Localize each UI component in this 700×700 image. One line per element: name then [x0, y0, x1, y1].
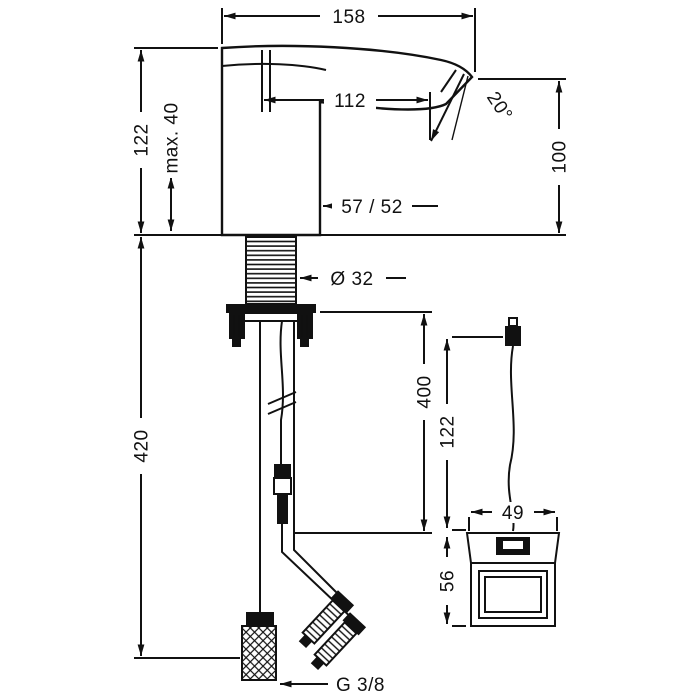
dimension-57-52: 57 / 52 — [323, 196, 438, 218]
dimension-400: 400 — [294, 311, 436, 534]
unit-body — [470, 562, 556, 627]
dim-122-unit-label: 122 — [438, 415, 459, 448]
faucet-outline — [220, 44, 474, 237]
dim-56-label: 56 — [438, 570, 459, 592]
cable-break-mark-2 — [267, 401, 297, 415]
dimension-158: 158 — [221, 6, 476, 72]
dim-122-body-label: 122 — [132, 123, 153, 156]
braided-hose-connector-2 — [310, 612, 367, 671]
dimension-56: 56 — [436, 537, 466, 627]
unit-inner-frame-outer — [478, 570, 548, 619]
dim-400-label: 400 — [415, 375, 436, 408]
dimension-dia32: Ø 32 — [300, 268, 406, 290]
dimension-420: 420 — [130, 237, 240, 659]
dimension-100: 100 — [478, 78, 571, 233]
inline-connector-mid — [273, 477, 292, 495]
g38-connector — [241, 612, 277, 681]
inline-connector-bottom — [277, 494, 288, 524]
unit-inner-frame-inner — [484, 576, 542, 613]
mounting-plate — [239, 312, 303, 322]
dimension-122-body: 122 — [130, 47, 218, 233]
mounting-bolt-right — [297, 313, 313, 339]
dim-max40-label: max. 40 — [162, 102, 183, 173]
aerator-line — [440, 69, 457, 93]
dim-g38-label: G 3/8 — [336, 675, 385, 696]
dimension-max40: max. 40 — [160, 98, 183, 231]
mounting-flange — [226, 304, 316, 313]
dim-100-label: 100 — [550, 140, 571, 173]
dim-112-label: 112 — [334, 91, 366, 112]
electronics-unit — [465, 317, 561, 627]
sensor-cable — [279, 320, 284, 464]
hoses-and-cable — [241, 320, 367, 681]
plug-body — [505, 326, 521, 346]
plug-pin — [508, 317, 518, 327]
dim-dia32-label: Ø 32 — [330, 269, 373, 290]
dim-57-52-label: 57 / 52 — [341, 197, 403, 218]
dimension-112: 112 — [264, 90, 431, 140]
threaded-shank — [226, 236, 316, 347]
lever-seam — [221, 62, 327, 71]
dim-420-label: 420 — [132, 429, 153, 462]
dimension-49: 49 — [468, 502, 558, 531]
inline-connector-top — [274, 464, 291, 478]
mounting-bolt-left — [229, 313, 245, 339]
dim-158-label: 158 — [332, 7, 365, 28]
dimension-122-unit: 122 — [436, 336, 503, 531]
cable-break-mark-1 — [267, 391, 297, 405]
dim-49-label: 49 — [502, 503, 524, 524]
braided-hose-connector-1 — [298, 590, 355, 649]
supply-hose-angled — [293, 321, 343, 599]
dimension-g38: G 3/8 — [280, 675, 385, 696]
dim-angle-label: 20° — [482, 88, 516, 125]
